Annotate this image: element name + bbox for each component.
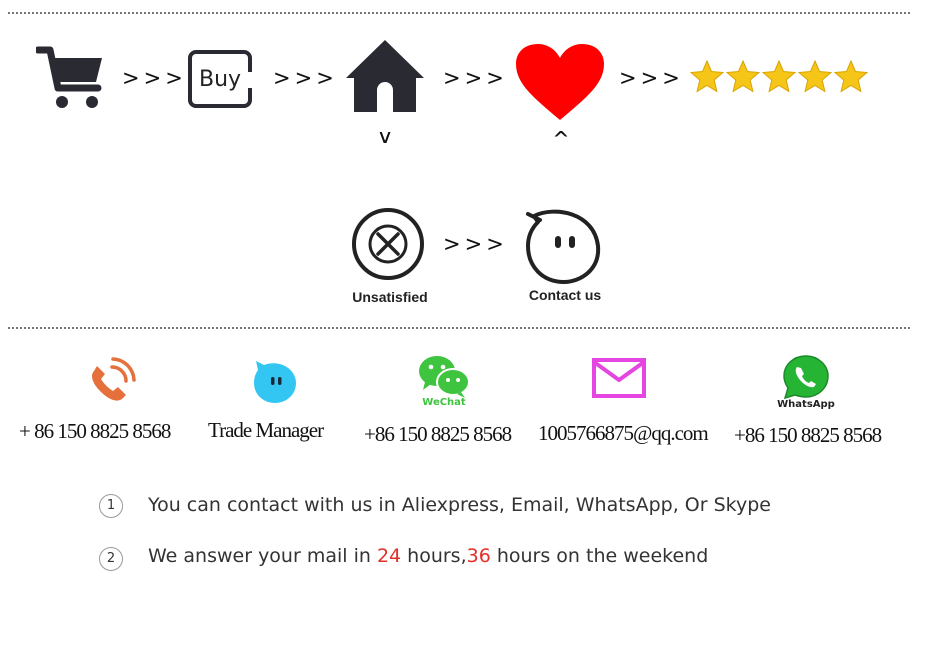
- whatsapp-label: WhatsApp: [777, 399, 835, 410]
- note-2-post: hours on the weekend: [490, 545, 709, 567]
- buy-label: Buy: [199, 67, 242, 92]
- buy-icon: Buy: [188, 50, 254, 108]
- phone-icon: [86, 357, 138, 407]
- note-text-1: You can contact with us in Aliexpress, E…: [148, 494, 771, 516]
- unsatisfied-label: Unsatisfied: [352, 289, 428, 305]
- cart-icon: [34, 44, 106, 112]
- close-circle-icon: [350, 206, 426, 282]
- note-text-2: We answer your mail in 24 hours,36 hours…: [148, 545, 708, 567]
- flow-arrow-2: >>>: [273, 66, 338, 90]
- whatsapp-icon: WhatsApp: [777, 354, 835, 414]
- phone-number: + 86 150 8825 8568: [19, 419, 171, 443]
- trade-manager-icon: [250, 357, 300, 407]
- trade-manager-label: Trade Manager: [208, 418, 324, 442]
- whatsapp-number: +86 150 8825 8568: [734, 423, 882, 447]
- middle-divider: [8, 327, 910, 329]
- flow-arrow-1: >>>: [122, 66, 187, 90]
- five-stars-rating: [690, 60, 890, 96]
- highlight-24: 24: [376, 545, 402, 567]
- mail-icon: [592, 358, 646, 398]
- note-2-mid: hours,: [401, 545, 467, 567]
- house-icon: [344, 38, 426, 114]
- heart-icon: [514, 42, 606, 122]
- contact-us-label: Contact us: [528, 287, 602, 303]
- top-divider: [8, 12, 910, 14]
- note-number-1: 1: [99, 494, 123, 518]
- note-number-2: 2: [99, 547, 123, 571]
- wechat-number: +86 150 8825 8568: [364, 422, 512, 446]
- email-address: 1005766875@qq.com: [538, 421, 709, 445]
- flow-arrow-5: >>>: [443, 232, 508, 256]
- flow-arrow-3: >>>: [443, 66, 508, 90]
- note-2-pre: We answer your mail in: [148, 545, 377, 567]
- highlight-36: 36: [466, 545, 491, 567]
- wechat-label: WeChat: [422, 397, 466, 408]
- wechat-icon: WeChat: [417, 354, 471, 412]
- flow-arrow-4: >>>: [619, 66, 684, 90]
- chat-face-icon: [524, 208, 604, 284]
